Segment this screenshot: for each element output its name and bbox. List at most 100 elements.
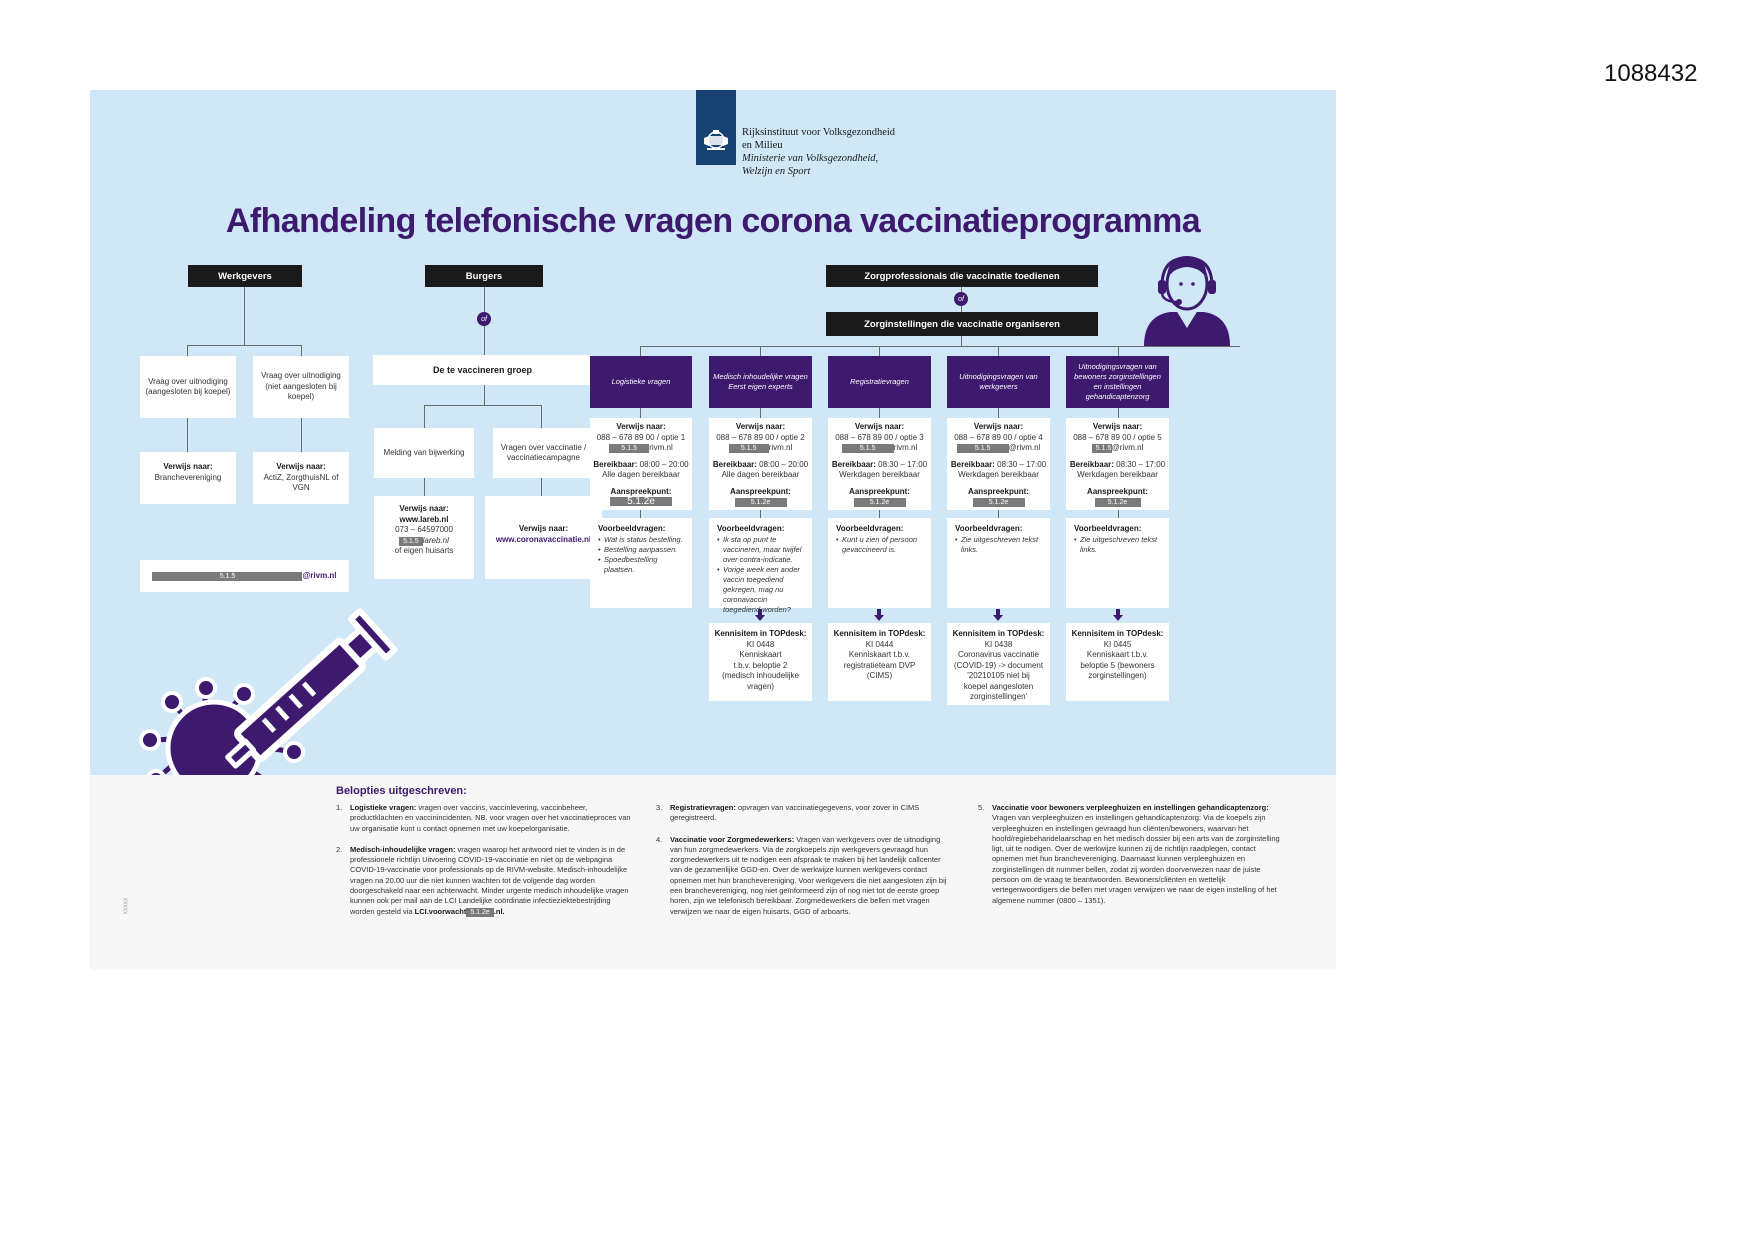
rijksoverheid-emblem-icon xyxy=(704,130,728,150)
kennis-line: t.b.v. beloptie 2 xyxy=(733,660,788,670)
redaction: 5.1.2e xyxy=(1094,498,1141,507)
item-text: opvragen van vaccinatiegegevens, voor zo… xyxy=(670,803,920,823)
kennis-line: vragen) xyxy=(746,681,775,691)
kennis-line: KI 0445 xyxy=(1103,639,1132,649)
col-werkgevers-examples: Voorbeeldvragen: Zie uitgeschreven tekst… xyxy=(947,518,1050,608)
col-registratie-ref: Verwijs naar: 088 – 678 89 00 / optie 3 … xyxy=(828,418,931,510)
reach-note: Alle dagen bereikbaar xyxy=(721,470,800,479)
connector xyxy=(1118,510,1119,518)
connector xyxy=(301,345,302,356)
lci-mail-end: .nl. xyxy=(493,906,505,916)
redaction: 5.1.2e xyxy=(853,498,906,507)
mail-suffix: @rivm.nl xyxy=(1008,443,1041,452)
col-werkgevers-ref: Verwijs naar: 088 – 678 89 00 / optie 4 … xyxy=(947,418,1050,510)
item-label: Logistieke vragen: xyxy=(350,803,417,812)
down-arrow-icon xyxy=(874,609,884,621)
reach-time: 08:00 – 20:00 xyxy=(759,459,809,469)
examples-title: Voorbeeldvragen: xyxy=(717,524,785,533)
kennis-line: registratieteam DVP xyxy=(843,660,916,670)
burgers-ref-coronavaccinatie: Verwijs naar: www.coronavaccinatie.nl xyxy=(485,496,602,579)
item-label: Vaccinatie voor bewoners verpleeghuizen … xyxy=(992,803,1269,812)
kennis-line: zorginstellingen' xyxy=(969,692,1028,701)
connector xyxy=(541,478,542,496)
mail-suffix: rivm.nl xyxy=(893,443,918,452)
col-medisch-ref: Verwijs naar: 088 – 678 89 00 / optie 2 … xyxy=(709,418,812,510)
redaction: 5.1.5 xyxy=(152,571,303,581)
redaction: 5.1.5 xyxy=(609,444,650,453)
kennis-line: zorginstellingen) xyxy=(1088,671,1147,680)
lci-mail: LCI.voorwacht xyxy=(414,906,467,916)
col-werkgevers-kennis: Kennisitem in TOPdesk: KI 0438 Coronavir… xyxy=(947,623,1050,705)
ref-label: Verwijs naar: xyxy=(616,422,666,431)
col-registratie-examples: Voorbeeldvragen: Kunt u zien of persoon … xyxy=(828,518,931,608)
ref-phone: 073 – 64597000 xyxy=(395,525,453,534)
example-item: Zie uitgeschreven tekst links. xyxy=(955,535,1042,555)
connector xyxy=(424,405,425,428)
kennis-line: (medisch inhoudelijke xyxy=(722,671,799,680)
item-label: Vaccinatie voor Zorgmedewerkers: xyxy=(670,834,795,844)
down-arrow-icon xyxy=(1113,609,1123,621)
callcenter-agent-icon xyxy=(1144,256,1230,346)
werkgevers-box-aangesloten: Vraag over uitnodiging (aangesloten bij … xyxy=(140,356,236,418)
contact-label: Aanspreekpunt: xyxy=(610,486,672,496)
reach-label: Bereikbaar: xyxy=(831,459,876,469)
tiny-code: XXXXX xyxy=(123,897,130,915)
reach-label: Bereikbaar: xyxy=(1069,459,1114,469)
col-logistiek-title: Logistieke vragen xyxy=(590,356,692,408)
syringe-virus-illustration xyxy=(139,608,398,775)
ref-label: Verwijs naar: xyxy=(276,462,326,471)
contact-label: Aanspreekpunt: xyxy=(730,486,791,496)
reach-note: Werkdagen bereikbaar xyxy=(958,470,1039,479)
logo-line-3: Ministerie van Volksgezondheid, xyxy=(742,153,879,164)
ref-huisarts: of eigen huisarts xyxy=(394,546,454,555)
reach-label: Bereikbaar: xyxy=(712,459,757,469)
ref-url: www.lareb.nl xyxy=(399,514,449,524)
kennis-title: Kennisitem in TOPdesk: xyxy=(952,629,1045,638)
burgers-header: Burgers xyxy=(425,265,543,287)
item-text: vragen over vaccins, vaccinlevering, vac… xyxy=(350,803,631,833)
connector xyxy=(998,346,999,356)
reach-time: 08:30 – 17:00 xyxy=(878,459,928,469)
connector xyxy=(187,345,188,356)
redaction: 5.1.5 xyxy=(399,536,423,546)
werkgevers-header: Werkgevers xyxy=(188,265,302,287)
ref-label: Verwijs naar: xyxy=(399,504,449,513)
item-number: 1. xyxy=(336,803,343,812)
item-number: 3. xyxy=(656,803,663,812)
example-item: Bestelling aanpassen. xyxy=(598,545,684,555)
connector xyxy=(187,418,188,452)
connector xyxy=(879,408,880,418)
connector xyxy=(424,405,542,406)
redaction: 5.1.2e xyxy=(466,907,494,917)
werkgevers-email-box: 5.1.5 @rivm.nl xyxy=(140,560,349,592)
beloptie-item: 3. Registratievragen: opvragen van vacci… xyxy=(656,803,952,824)
examples-title: Voorbeeldvragen: xyxy=(836,524,904,533)
example-item: Kunt u zien of persoon gevaccineerd is. xyxy=(836,535,923,555)
connector xyxy=(998,408,999,418)
kennis-line: (COVID-19) -> document xyxy=(953,660,1044,670)
connector xyxy=(424,478,425,496)
col-bewoners-title: Uitnodigingsvragen van bewoners zorginst… xyxy=(1066,356,1169,408)
example-item: Zie uitgeschreven tekst links. xyxy=(1074,535,1161,555)
examples-title: Voorbeeldvragen: xyxy=(955,524,1023,533)
contact-label: Aanspreekpunt: xyxy=(968,486,1029,496)
example-item: Wat is status bestelling. xyxy=(598,535,684,545)
kennis-line: Kenniskaart xyxy=(739,650,782,659)
ref-label: Verwijs naar: xyxy=(854,422,905,431)
ref-url: www.coronavaccinatie.nl xyxy=(495,534,592,544)
phone-number: 088 – 678 89 00 / optie 1 xyxy=(596,432,686,442)
examples-title: Voorbeeldvragen: xyxy=(598,524,666,533)
kennis-line: Kenniskaart t.b.v. xyxy=(1086,650,1149,659)
connector xyxy=(760,510,761,518)
reach-label: Bereikbaar: xyxy=(950,459,995,469)
mail-suffix: rivm.nl xyxy=(768,443,793,452)
kennis-title: Kennisitem in TOPdesk: xyxy=(1071,629,1164,638)
document-id: 1088432 xyxy=(1604,60,1698,87)
col-bewoners-examples: Voorbeeldvragen: Zie uitgeschreven tekst… xyxy=(1066,518,1169,608)
col-werkgevers-title: Uitnodigingsvragen van werkgevers xyxy=(947,356,1050,408)
connector xyxy=(541,405,542,428)
phone-number: 088 – 678 89 00 / optie 5 xyxy=(1073,432,1162,442)
kennis-line: Coronavirus vaccinatie xyxy=(958,650,1039,659)
phone-number: 088 – 678 89 00 / optie 3 xyxy=(835,432,924,442)
connector xyxy=(640,346,1240,347)
